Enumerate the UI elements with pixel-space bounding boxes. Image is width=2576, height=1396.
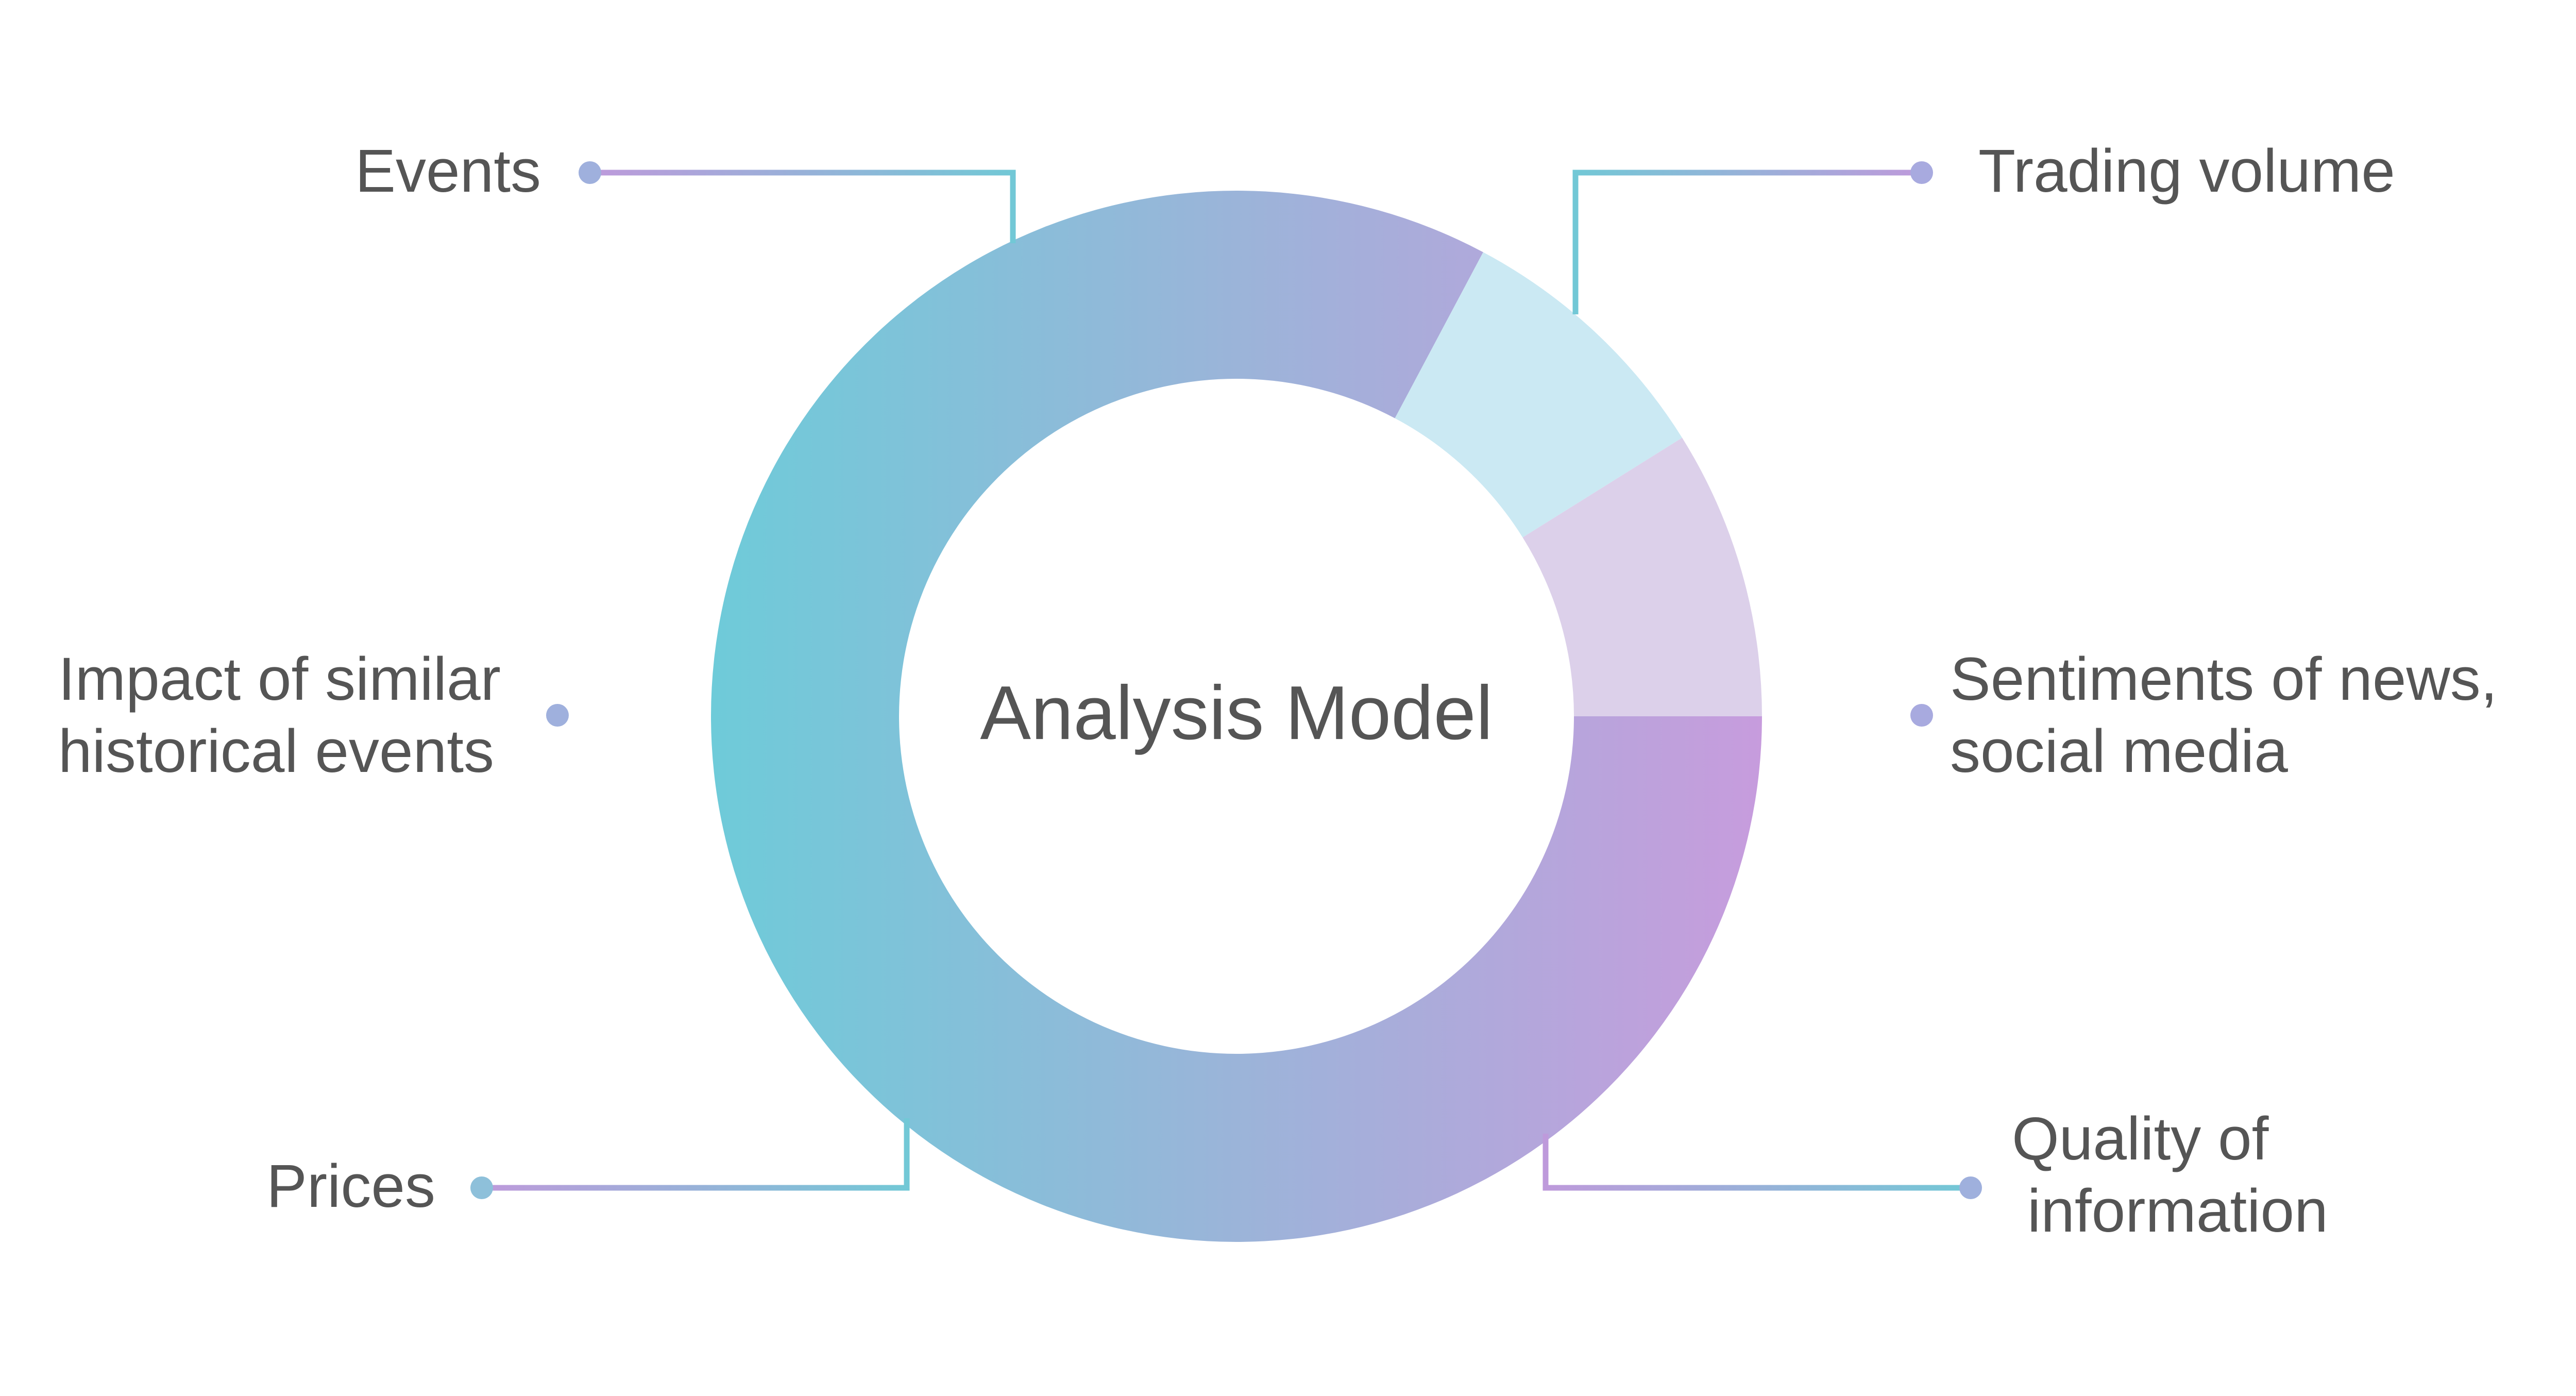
dot-events — [579, 161, 601, 184]
connector-events — [590, 170, 1016, 243]
dot-trading-volume — [1910, 161, 1933, 184]
connector-dots — [470, 161, 1982, 1199]
ring-segment-main — [711, 190, 1762, 1242]
dot-impact — [546, 704, 569, 727]
connector-quality — [1543, 1134, 1971, 1191]
label-quality: Quality of information — [2012, 1105, 2328, 1245]
dot-prices — [470, 1176, 493, 1199]
label-trading-volume: Trading volume — [1978, 137, 2395, 205]
label-prices: Prices — [266, 1152, 435, 1220]
dot-sentiments — [1910, 704, 1933, 727]
ring-segment-light-lavender — [1522, 438, 1762, 716]
connector-trading-volume — [1572, 170, 1922, 314]
center-label: Analysis Model — [980, 670, 1493, 755]
connectors — [482, 170, 1971, 1191]
connector-prices — [482, 1118, 910, 1191]
ring — [711, 190, 1762, 1242]
dot-quality — [1959, 1176, 1982, 1199]
factor-labels: Events Trading volume Impact of similar … — [58, 137, 2514, 1245]
ring-segment-light-blue — [1395, 252, 1683, 537]
label-events: Events — [355, 137, 541, 205]
label-sentiments: Sentiments of news, social media — [1950, 645, 2514, 785]
label-impact: Impact of similar historical events — [58, 645, 518, 785]
